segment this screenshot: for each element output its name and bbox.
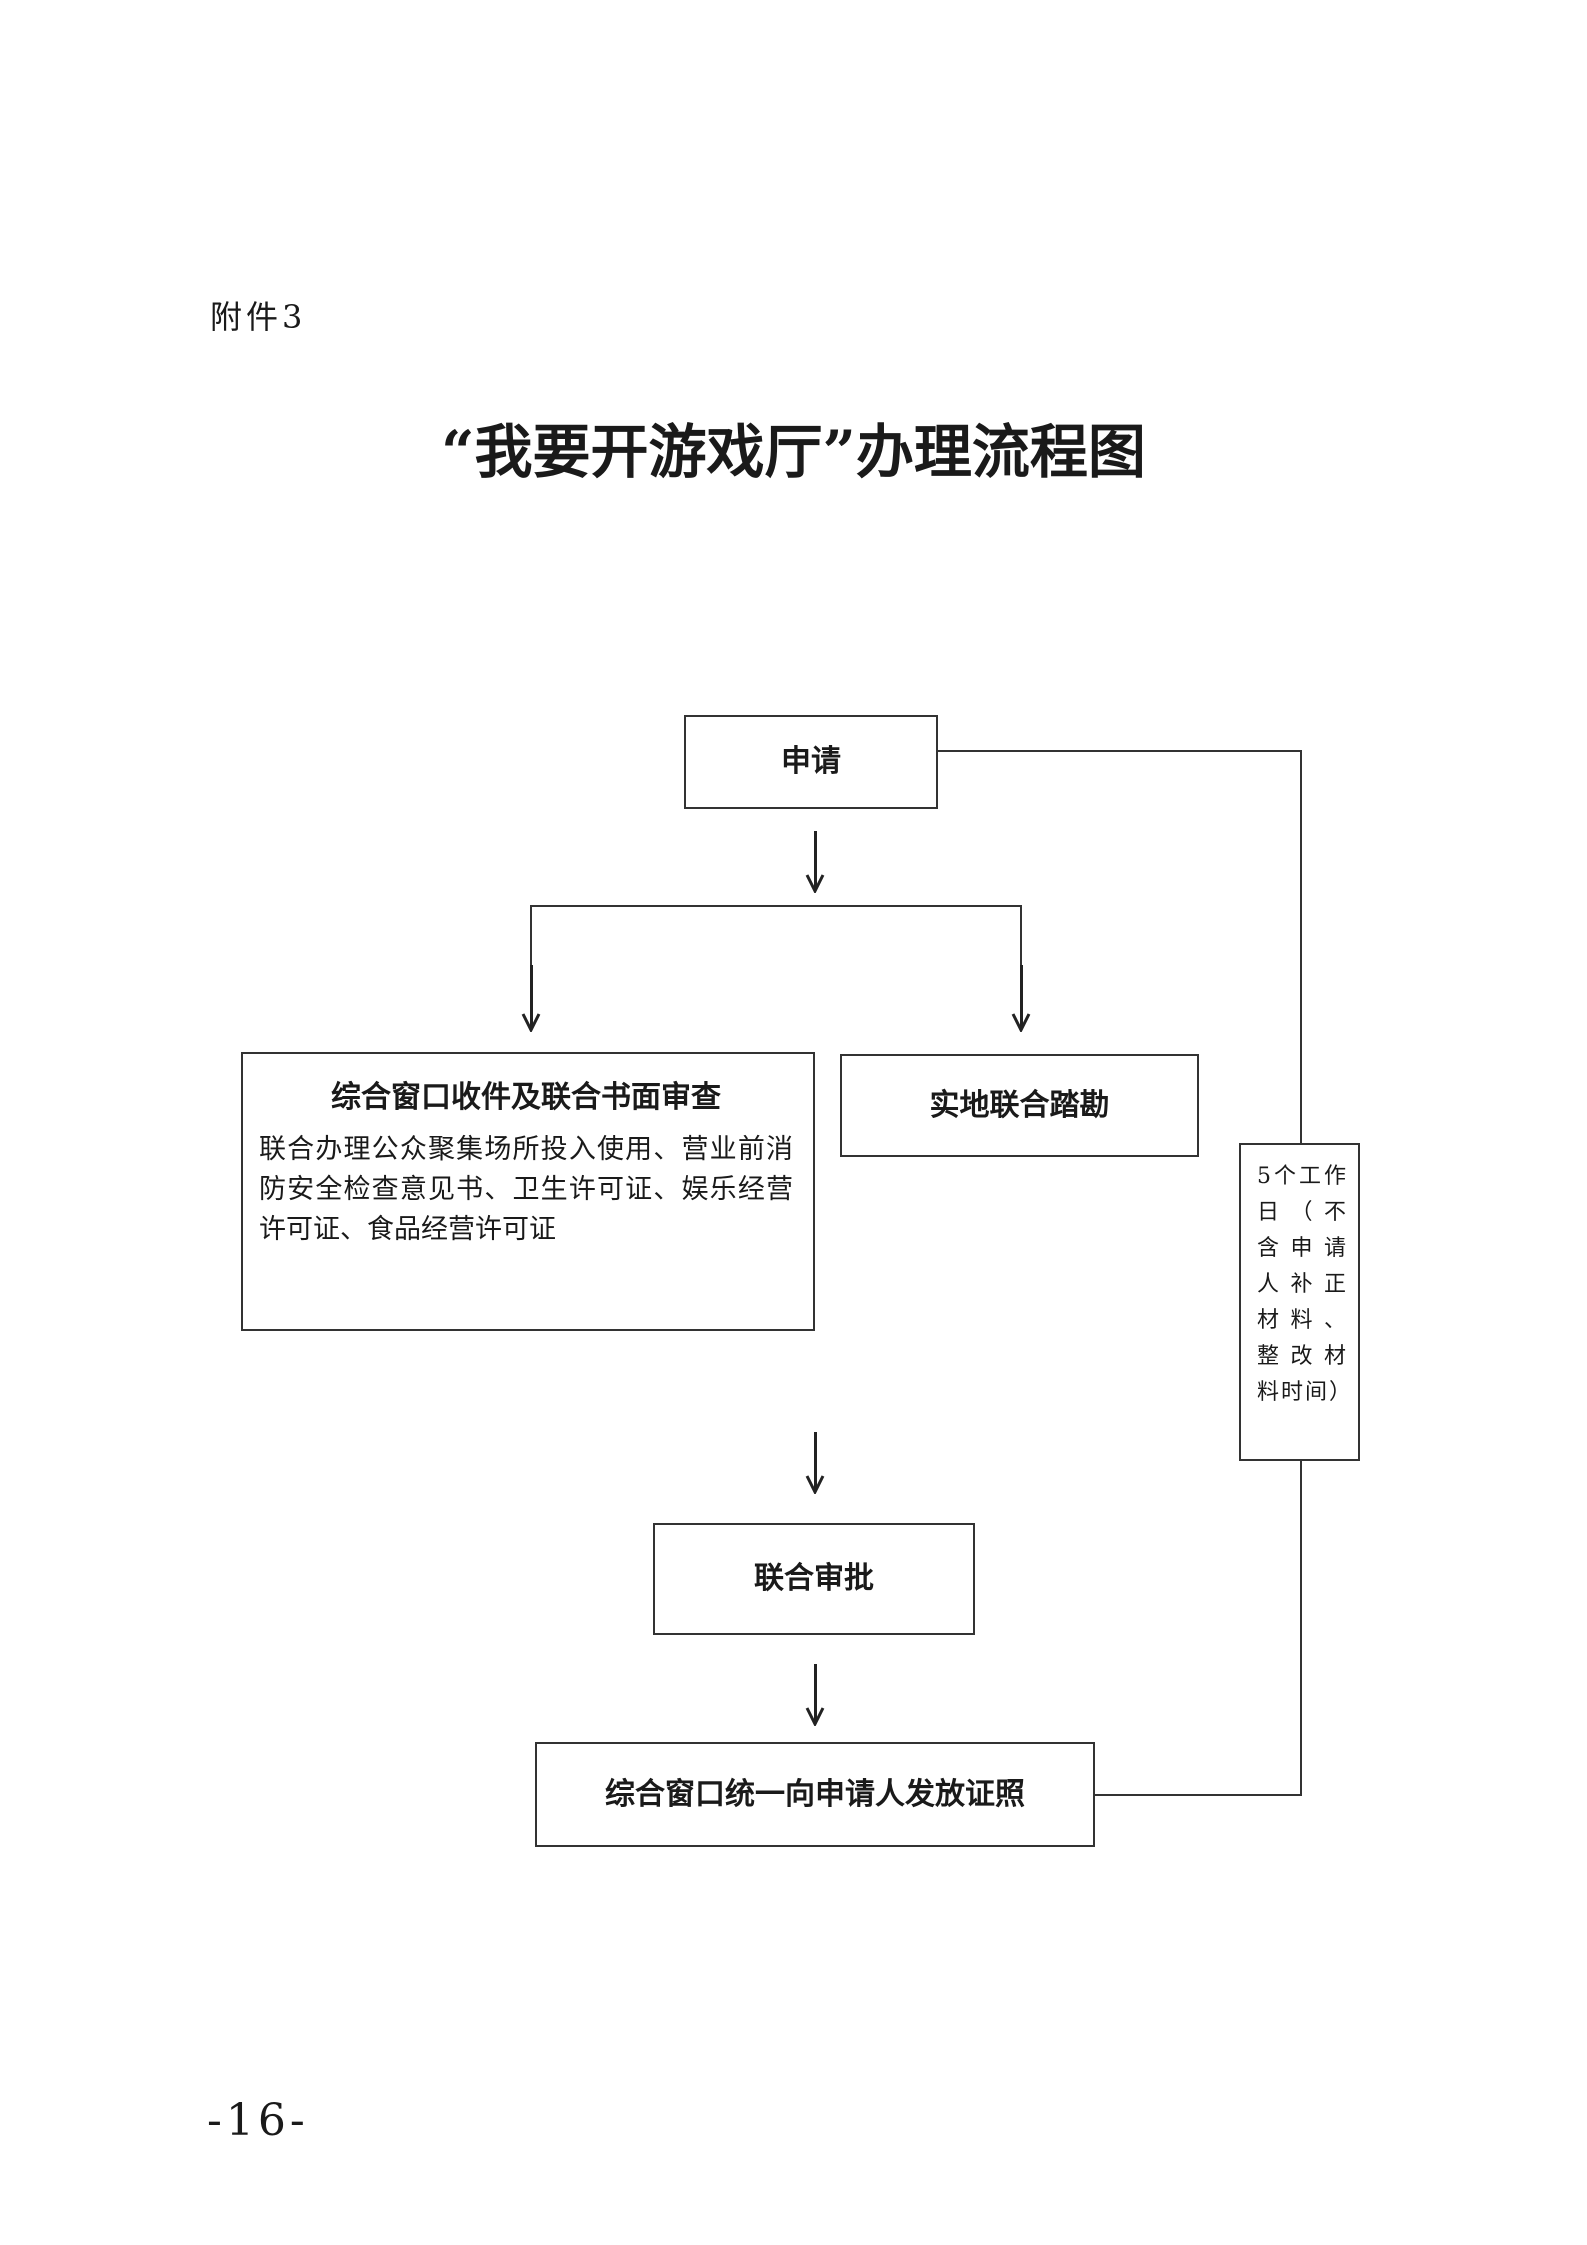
apply-box: 申请 [684, 715, 938, 809]
loop-line-bottom [1095, 1794, 1302, 1796]
joint-approval-box: 联合审批 [653, 1523, 975, 1635]
window-review-body: 联合办理公众聚集场所投入使用、营业前消防安全检查意见书、卫生许可证、娱乐经营许可… [259, 1134, 793, 1245]
time-note-box: 5个工作日（不含申请人补正材料、整改材料时间） [1239, 1143, 1360, 1461]
loop-line-top [938, 750, 1302, 752]
apply-label: 申请 [781, 744, 841, 779]
branch-line-right [1020, 905, 1022, 967]
site-survey-label: 实地联合踏勘 [929, 1088, 1110, 1123]
branch-line [531, 905, 1022, 907]
attachment-label: 附件3 [210, 298, 307, 336]
window-review-box: 综合窗口收件及联合书面审查 联合办理公众聚集场所投入使用、营业前消防安全检查意见… [241, 1052, 815, 1331]
page-number: -16- [207, 2095, 309, 2146]
site-survey-box: 实地联合踏勘 [840, 1054, 1199, 1157]
time-note: 5个工作日（不含申请人补正材料、整改材料时间） [1257, 1164, 1354, 1405]
issue-license-box: 综合窗口统一向申请人发放证照 [535, 1742, 1095, 1847]
branch-line-left [530, 905, 532, 967]
page-title: “我要开游戏厅”办理流程图 [441, 418, 1146, 486]
issue-license-label: 综合窗口统一向申请人发放证照 [605, 1777, 1025, 1812]
window-review-title: 综合窗口收件及联合书面审查 [331, 1080, 721, 1115]
joint-approval-label: 联合审批 [754, 1561, 874, 1596]
